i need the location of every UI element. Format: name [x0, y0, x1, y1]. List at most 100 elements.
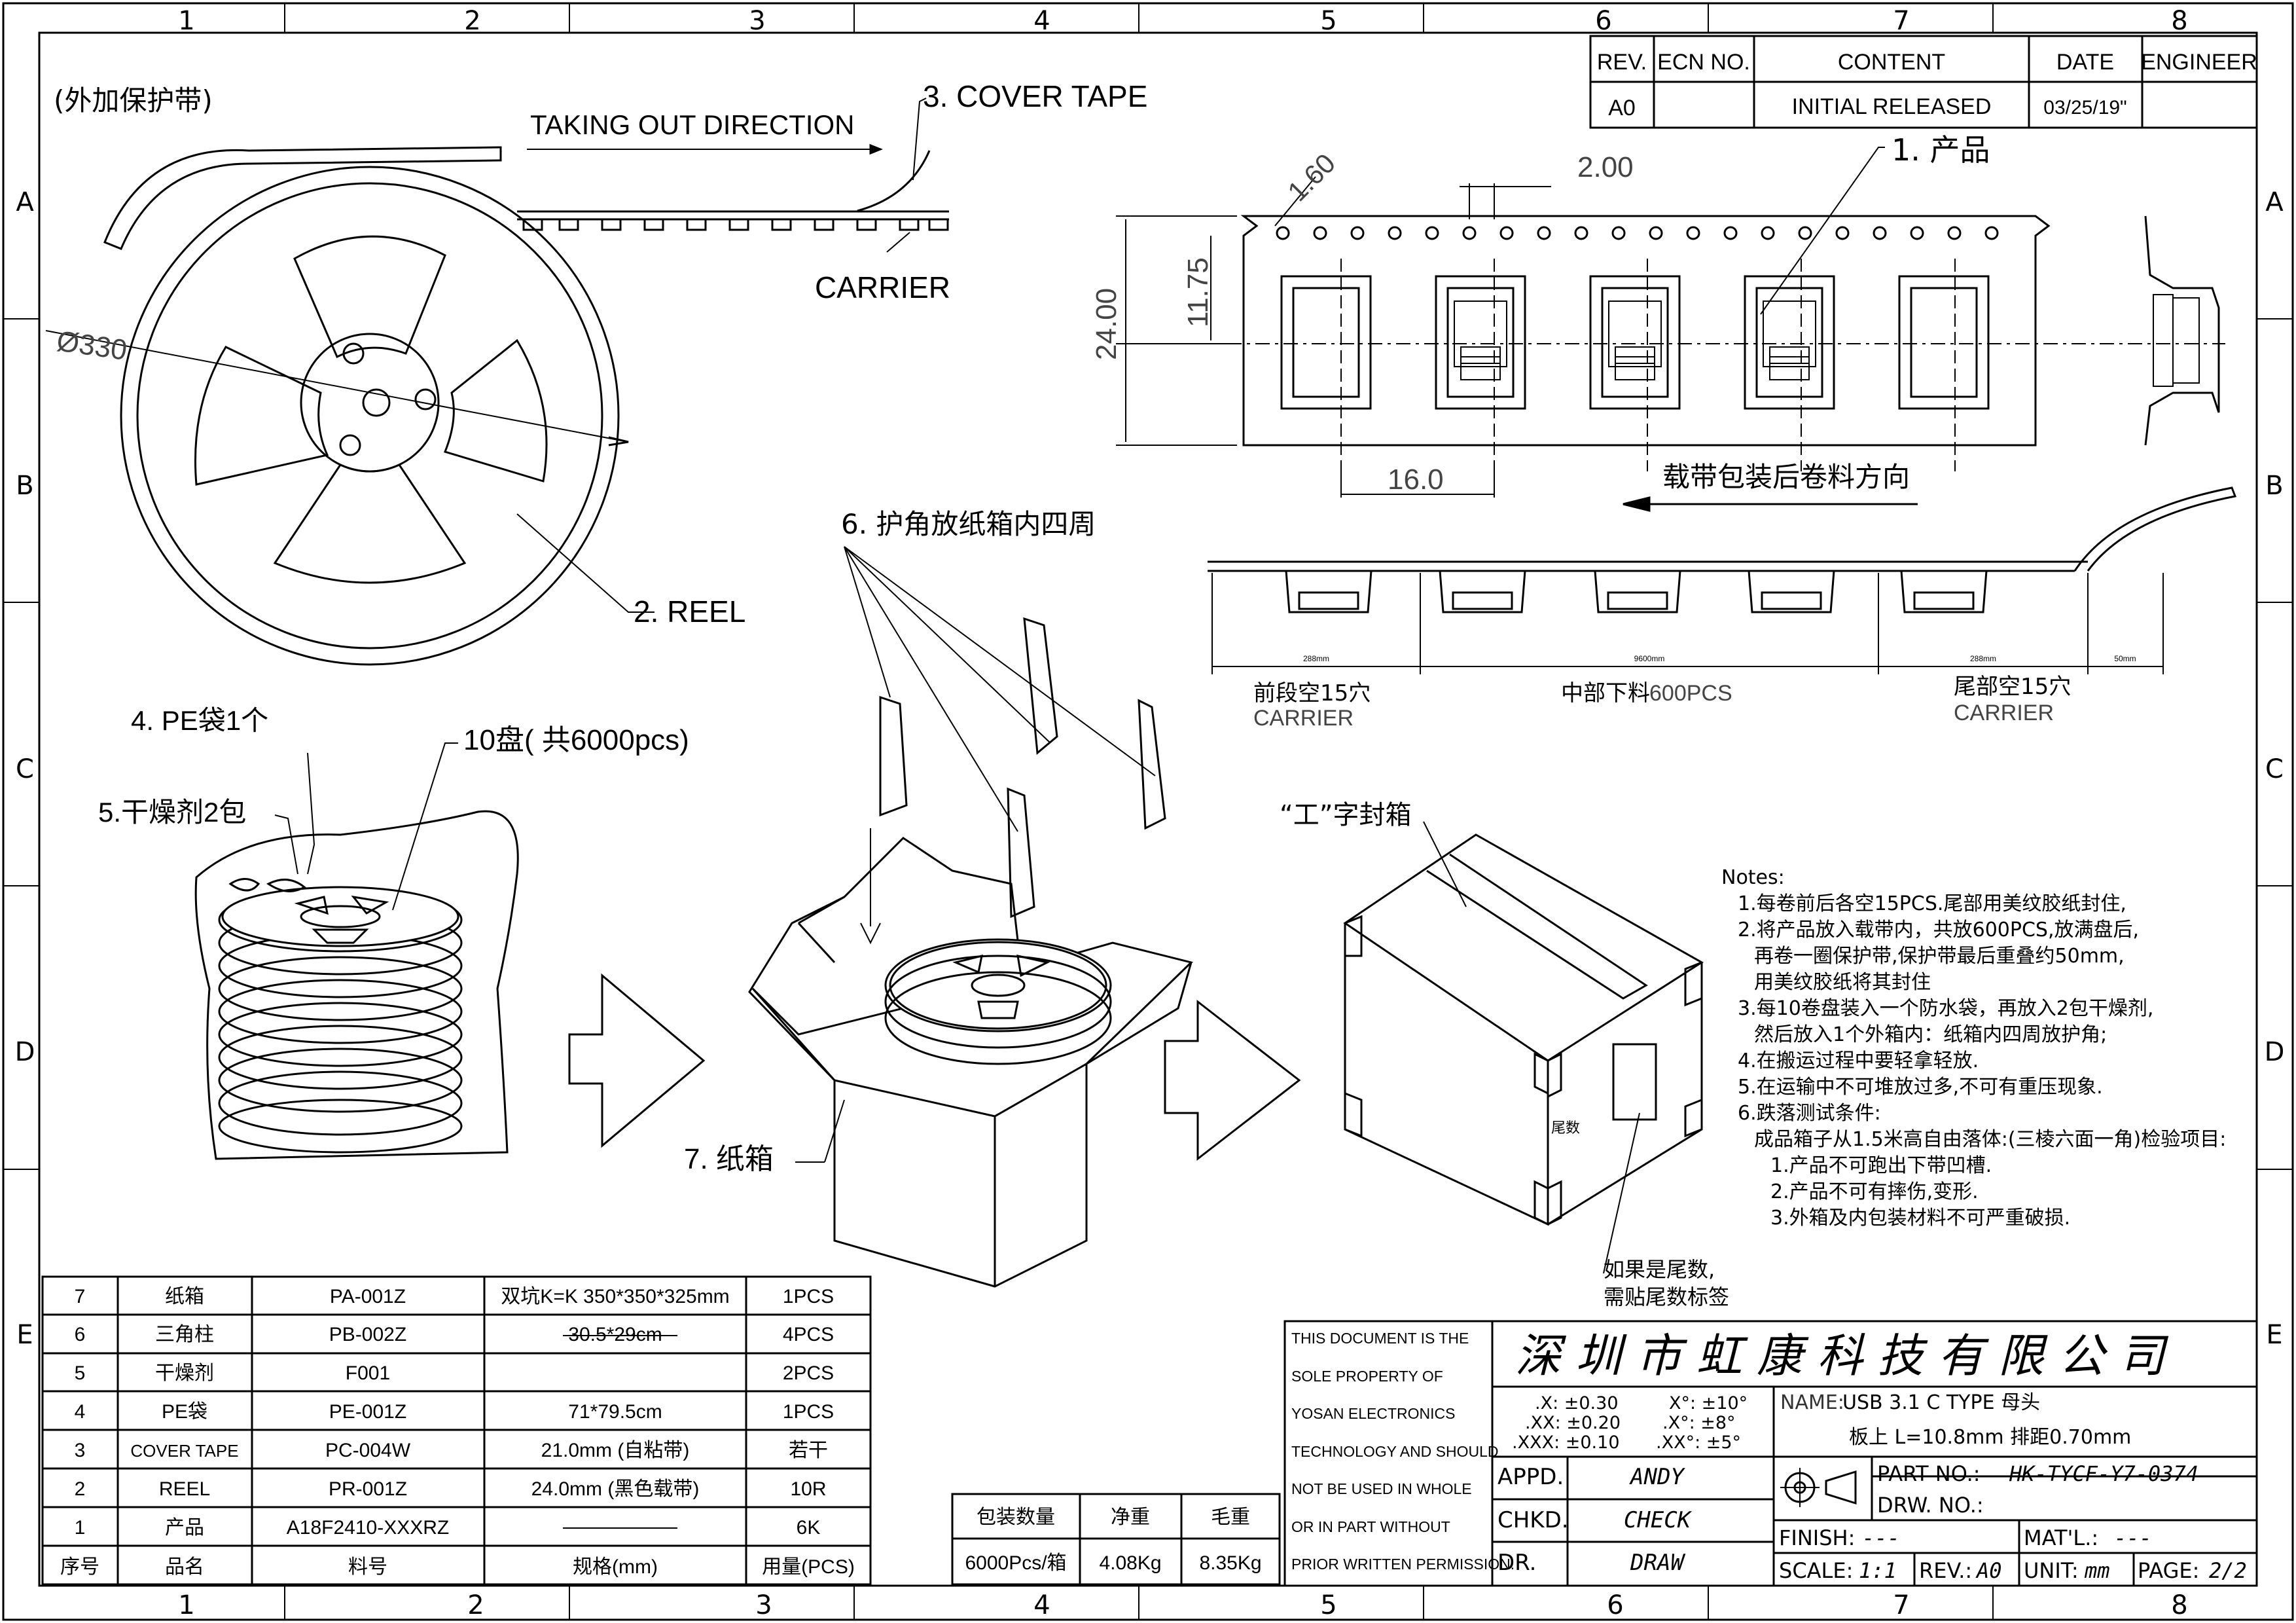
- reel-label: 2. REEL: [634, 594, 745, 629]
- appd-value: ANDY: [1629, 1464, 1685, 1490]
- seg-end-dim: 50mm: [2114, 654, 2136, 663]
- chkd-label: CHKD.: [1498, 1507, 1569, 1533]
- corner-label: 6. 护角放纸箱内四周: [841, 508, 1096, 540]
- rear-sub: CARRIER: [1954, 701, 2054, 725]
- property-line: NOT BE USED IN WHOLE: [1291, 1480, 1472, 1497]
- scale-value: 1:1: [1859, 1558, 1897, 1583]
- dr-value: DRAW: [1630, 1550, 1685, 1576]
- bom-row-5-pn: F001: [346, 1362, 390, 1384]
- note-line: 再卷一圈保护带,保护带最后重叠约50mm,: [1754, 945, 2125, 968]
- bom-row-4-no: 4: [75, 1401, 86, 1423]
- side-pockets: [1285, 570, 1988, 613]
- bom-row-5-no: 5: [75, 1362, 86, 1384]
- bom-row-7-qty: 1PCS: [783, 1286, 834, 1307]
- col-label: 8: [2171, 6, 2187, 36]
- tail-note-1: 如果是尾数,: [1604, 1257, 1715, 1282]
- bom-row-6-qty: 4PCS: [783, 1324, 834, 1345]
- property-line: PRIOR WRITTEN PERMISSION.: [1291, 1556, 1515, 1573]
- col-label: 8: [2171, 1590, 2187, 1620]
- matl-value: ---: [2114, 1525, 2152, 1550]
- qty-header: 包装数量: [977, 1506, 1055, 1528]
- sealed-carton: [1343, 821, 1704, 1274]
- tol-xdeg: X°: ±10°: [1669, 1393, 1748, 1413]
- company-name: 深 圳 市 虹 康 科 技 有 限 公 司: [1515, 1329, 2169, 1383]
- appd-label: APPD.: [1498, 1464, 1564, 1490]
- col-label: 2: [467, 1590, 484, 1620]
- part-label: PART NO.:: [1877, 1461, 1981, 1486]
- name-label: NAME:: [1780, 1391, 1844, 1414]
- dim-hole-pitch: 1.60: [1282, 147, 1341, 207]
- box-label: 7. 纸箱: [684, 1143, 774, 1175]
- sealed-carton-labels: “工”字封箱 尾数 如果是尾数, 需贴尾数标签: [1280, 800, 1729, 1309]
- bom-row-7-no: 7: [75, 1286, 86, 1307]
- bom-row-4-pn: PE-001Z: [329, 1401, 406, 1423]
- reel-window-top: [293, 235, 446, 359]
- reel-window-right: [443, 338, 548, 483]
- property-line: TECHNOLOGY AND SHOULD: [1291, 1443, 1499, 1460]
- col-label: 6: [1607, 1590, 1623, 1620]
- property-line: YOSAN ELECTRONICS: [1291, 1405, 1456, 1422]
- seal-label: “工”字封箱: [1280, 800, 1411, 830]
- col-label: 2: [464, 6, 480, 36]
- reels-label: 10盘( 共6000pcs): [463, 724, 689, 756]
- date-header: DATE: [2056, 50, 2114, 75]
- property-line: THIS DOCUMENT IS THE: [1291, 1330, 1469, 1347]
- engineer-header: ENGINEER: [2141, 50, 2257, 75]
- zone-labels: 1 2 3 4 5 6 7 8 1 2 3 4 5 6 7 8 A B C D …: [15, 6, 2285, 1620]
- note-line: 3.每10卷盘装入一个防水袋，再放入2包干燥剂,: [1738, 997, 2153, 1020]
- bom-header-no: 序号: [60, 1556, 99, 1578]
- row-label: E: [16, 1320, 33, 1350]
- unit-value: mm: [2084, 1558, 2110, 1583]
- note-line: 1.每卷前后各空15PCS.尾部用美纹胶纸封住,: [1738, 892, 2126, 915]
- bom-row-4-spec: 71*79.5cm: [568, 1401, 662, 1423]
- title-block: THIS DOCUMENT IS THE SOLE PROPERTY OF YO…: [1283, 1320, 2258, 1587]
- notes-title: Notes:: [1721, 866, 1785, 889]
- pe-bag-stack: [194, 742, 706, 1160]
- col-label: 5: [1320, 6, 1336, 36]
- bom-row-5-name: 干燥剂: [155, 1362, 214, 1384]
- dim-pitch: 2.00: [1577, 151, 1634, 183]
- open-carton: [748, 546, 1301, 1288]
- row-label: E: [2266, 1320, 2282, 1350]
- bom-row-7-spec: 双坑K=K 350*350*325mm: [501, 1286, 729, 1307]
- diameter-label: Ø330: [55, 325, 129, 367]
- rear-label: 尾部空15穴: [1954, 674, 2071, 700]
- reel-view: [45, 98, 949, 666]
- col-label: 4: [1033, 6, 1050, 36]
- bom-header-name: 品名: [165, 1556, 204, 1578]
- bom-row-3-qty: 若干: [789, 1440, 828, 1461]
- col-label: 3: [749, 6, 765, 36]
- content-header: CONTENT: [1838, 50, 1945, 75]
- weight-table: 包装数量 净重 毛重 6000Pcs/箱 4.08Kg 8.35Kg: [951, 1493, 1281, 1586]
- dim-half-width: 11.75: [1182, 257, 1214, 327]
- name-line-2: 板上 L=10.8mm 排距0.70mm: [1849, 1426, 2131, 1449]
- notes: Notes: 1.每卷前后各空15PCS.尾部用美纹胶纸封住, 2.将产品放入载…: [1721, 866, 2226, 1230]
- reel-labels: (外加保护带) TAKING OUT DIRECTION 3. COVER TA…: [54, 79, 1147, 629]
- bom-row-1-pn: A18F2410-XXXRZ: [287, 1517, 449, 1539]
- bom-header-spec: 规格(mm): [573, 1556, 658, 1578]
- dim-part-pitch: 16.0: [1388, 464, 1444, 496]
- content-value: INITIAL RELEASED: [1792, 94, 1992, 119]
- bom-row-2-spec: 24.0mm (黑色载带): [531, 1478, 700, 1500]
- finish-label: FINISH:: [1779, 1525, 1855, 1550]
- rev-header: REV.: [1597, 50, 1647, 75]
- arrow-1: [568, 973, 706, 1148]
- direction-label: TAKING OUT DIRECTION: [530, 109, 854, 140]
- dim-width: 24.00: [1090, 288, 1122, 360]
- tail-note-2: 需贴尾数标签: [1604, 1285, 1729, 1309]
- note-line: 2.将产品放入载带内，共放600PCS,放满盘后,: [1738, 919, 2139, 941]
- tol-x: .X: ±0.30: [1535, 1393, 1619, 1413]
- tape-length-view: [1208, 486, 2237, 674]
- tape-length-labels: 288mm 9600mm 288mm 50mm 前段空15穴 CARRIER 中…: [1253, 654, 2136, 731]
- bom-row-3-spec: 21.0mm (自粘带): [541, 1440, 690, 1461]
- gross-header: 毛重: [1211, 1506, 1250, 1528]
- tape-pockets: [1280, 275, 1990, 410]
- bom-row-1-spec: ——————: [556, 1517, 674, 1539]
- row-label: B: [2265, 471, 2283, 501]
- unit-label: UNIT:: [2024, 1558, 2079, 1583]
- bom-row-1-name: 产品: [165, 1517, 204, 1539]
- bom-row-1-qty: 6K: [797, 1517, 821, 1539]
- row-label: A: [16, 187, 34, 217]
- carrier-label: CARRIER: [815, 270, 950, 304]
- bom-row-4-name: PE袋: [162, 1401, 207, 1423]
